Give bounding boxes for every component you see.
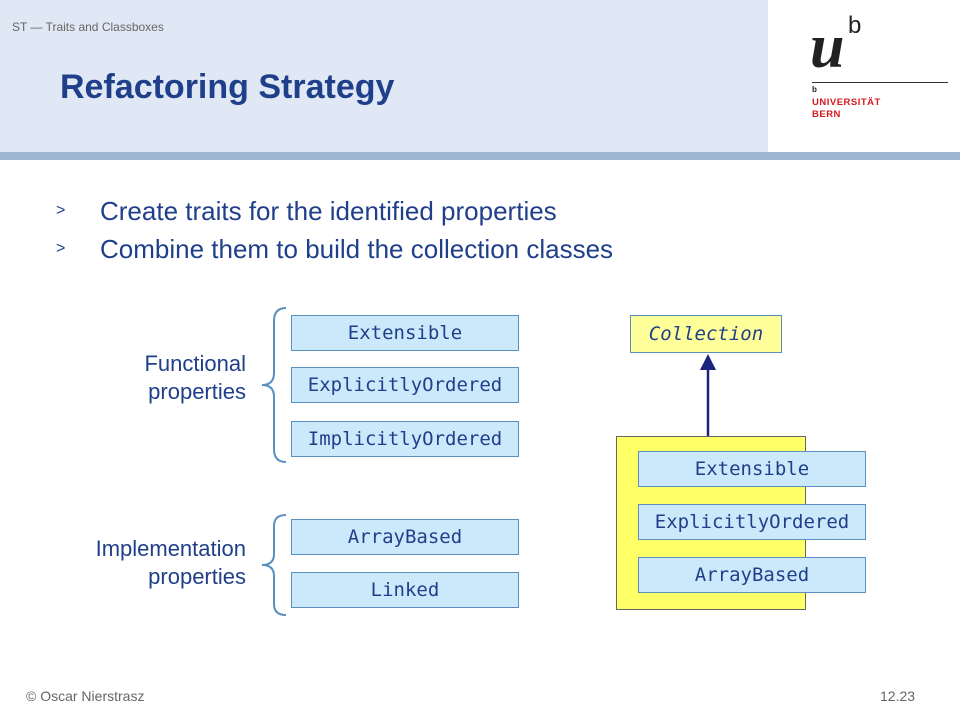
bullet-marker: >	[56, 240, 66, 257]
collection-superclass-box: Collection	[630, 315, 782, 353]
composed-trait-array-based: ArrayBased	[638, 557, 866, 593]
label-line: Implementation	[95, 536, 246, 561]
bullet-item: > Create traits for the identified prope…	[56, 192, 613, 230]
implementation-properties-label: Implementation properties	[40, 535, 246, 591]
bullet-list: > Create traits for the identified prope…	[56, 192, 613, 268]
inheritance-arrow-icon	[700, 354, 716, 436]
footer-copyright: © Oscar Nierstrasz	[26, 688, 145, 704]
trait-box-implicitly-ordered: ImplicitlyOrdered	[291, 421, 519, 457]
logo-superscript: b	[848, 12, 862, 39]
bullet-item: > Combine them to build the collection c…	[56, 230, 613, 268]
university-logo: u b b UNIVERSITÄT BERN	[808, 8, 952, 126]
footer-page-number: 12.23	[880, 688, 916, 704]
logo-university: UNIVERSITÄT	[812, 97, 881, 108]
composed-trait-extensible: Extensible	[638, 451, 866, 487]
composed-trait-explicitly-ordered: ExplicitlyOrdered	[638, 504, 866, 540]
header-band	[0, 0, 768, 152]
trait-box-extensible: Extensible	[291, 315, 519, 351]
bullet-text: Create traits for the identified propert…	[100, 195, 557, 226]
label-line: properties	[148, 564, 246, 589]
trait-box-linked: Linked	[291, 572, 519, 608]
slide-title: Refactoring Strategy	[60, 68, 395, 106]
logo-small-letter: b	[812, 85, 817, 94]
trait-box-array-based: ArrayBased	[291, 519, 519, 555]
header-rule	[0, 152, 960, 160]
bullet-marker: >	[56, 202, 66, 219]
label-line: Functional	[144, 351, 246, 376]
course-label: ST — Traits and Classboxes	[12, 20, 164, 34]
trait-box-explicitly-ordered: ExplicitlyOrdered	[291, 367, 519, 403]
logo-city: BERN	[812, 109, 841, 120]
logo-rule	[812, 82, 948, 83]
functional-brace-icon	[261, 307, 287, 463]
logo-mark: u	[810, 13, 845, 81]
label-line: properties	[148, 379, 246, 404]
bullet-text: Combine them to build the collection cla…	[100, 233, 614, 264]
functional-properties-label: Functional properties	[100, 350, 246, 406]
implementation-brace-icon	[261, 514, 287, 616]
